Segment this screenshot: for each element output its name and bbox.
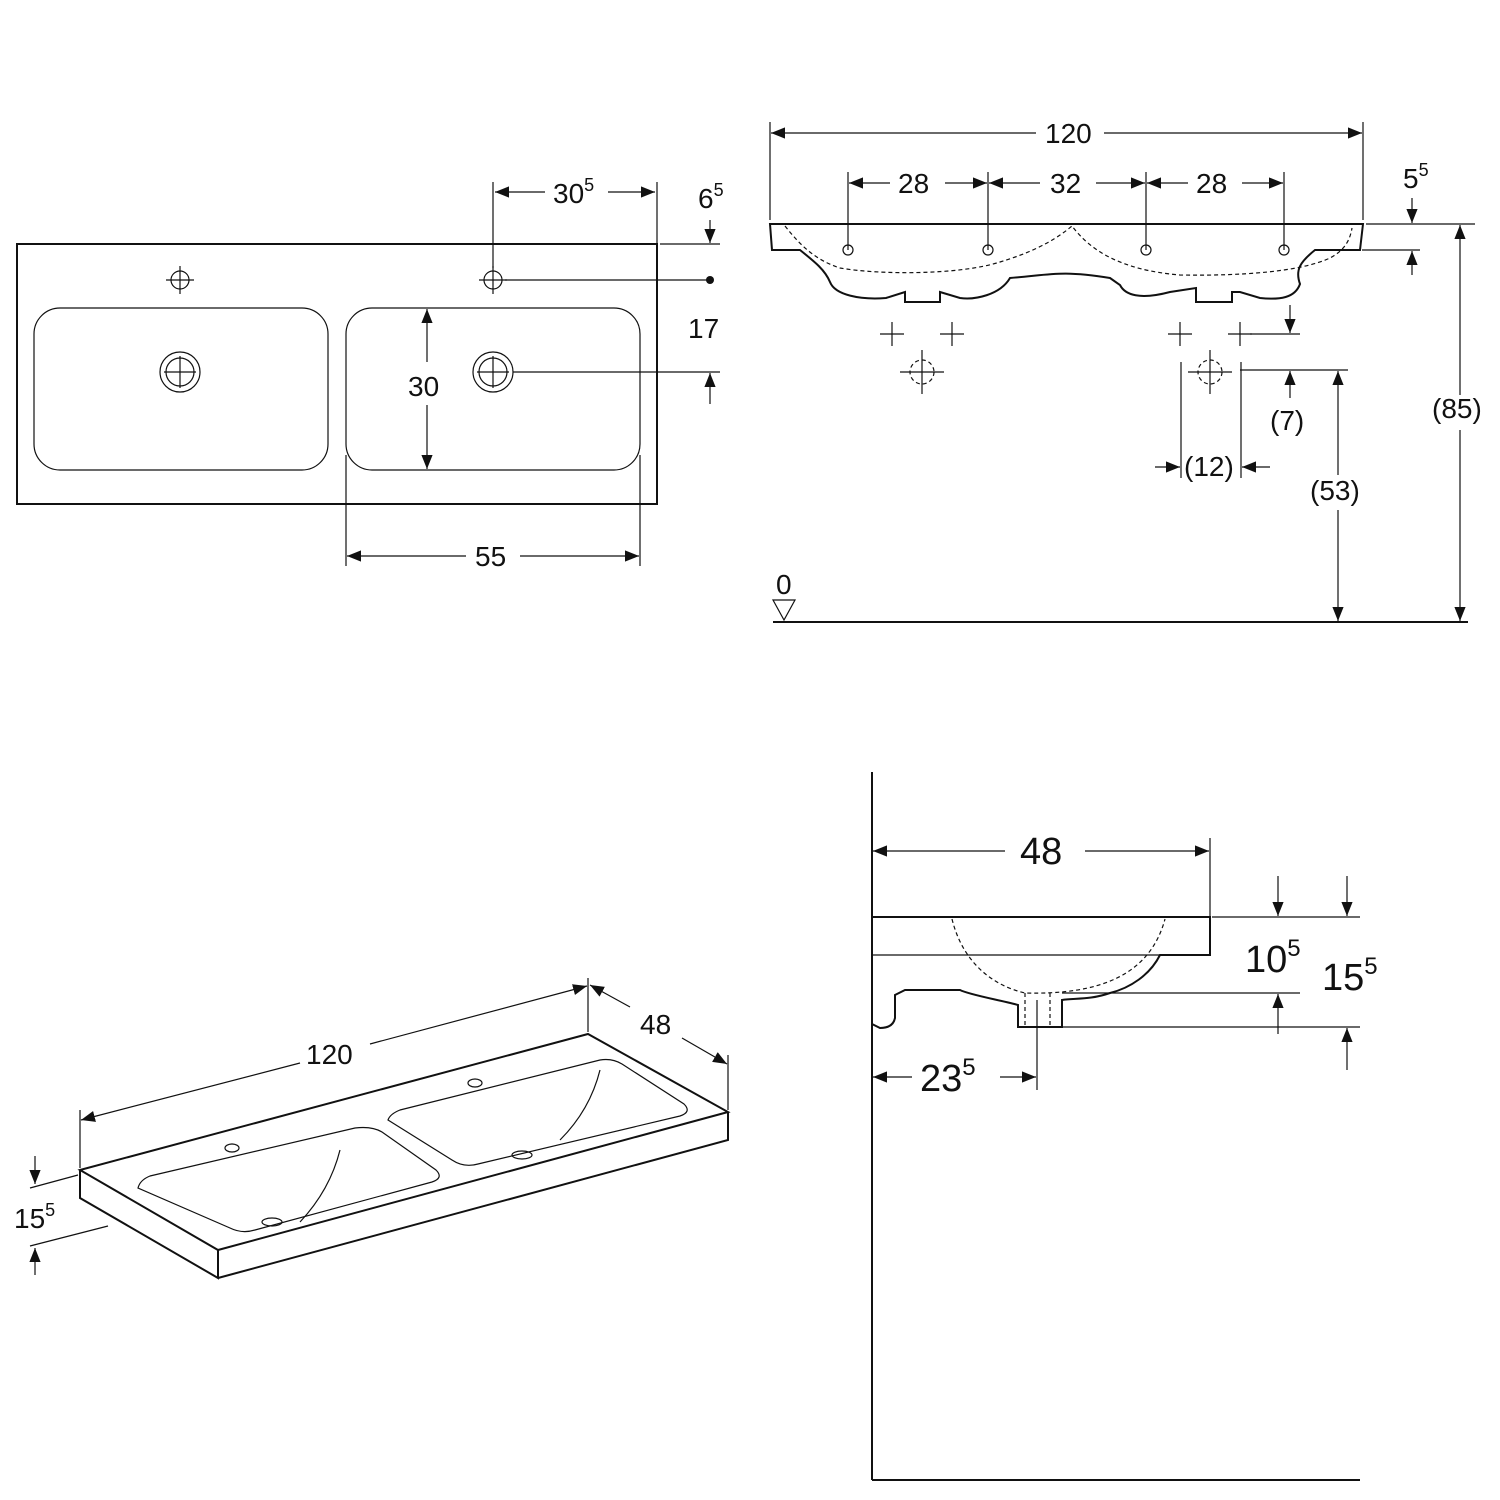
dim-drain-spacing: (12) <box>1184 451 1234 482</box>
isometric-view: 120 48 155 <box>14 978 731 1280</box>
dim-tap-offset: 305 <box>553 175 594 209</box>
dim-drain-offset: (7) <box>1270 405 1304 436</box>
dim-basin-width: 55 <box>475 541 506 572</box>
washbasin-front <box>768 223 1365 303</box>
left-basin <box>33 307 329 471</box>
iso-dim-width: 120 <box>306 1039 353 1070</box>
side-dim-rim: 105 <box>1245 935 1301 981</box>
side-dim-total: 155 <box>1322 953 1378 999</box>
dim-spacing-1: 28 <box>898 168 929 199</box>
dim-basin-depth: 30 <box>408 371 439 402</box>
washbasin-iso <box>77 1032 731 1280</box>
washbasin-side <box>871 916 1211 1030</box>
drain-icon <box>159 351 514 393</box>
side-dim-drain: 235 <box>920 1054 976 1100</box>
iso-dim-depth: 48 <box>640 1009 671 1040</box>
tap-hole-icon <box>166 266 507 294</box>
dim-tap-edge: 65 <box>698 180 724 214</box>
left-basin-iso <box>137 1126 440 1233</box>
dim-tap-drain: 17 <box>688 313 719 344</box>
iso-dim-height: 155 <box>14 1200 55 1234</box>
fixing-point-icon <box>842 244 1290 394</box>
dim-height-total: (85) <box>1432 393 1482 424</box>
dim-spacing-2: 32 <box>1050 168 1081 199</box>
right-basin <box>345 307 641 471</box>
front-view: 120 28 32 28 55 (85) (7) (53) <box>768 118 1482 623</box>
floor-level: 0 <box>776 569 792 600</box>
washbasin-outline <box>16 243 658 505</box>
dim-slab: 55 <box>1403 160 1429 194</box>
level-marker-icon <box>771 599 797 622</box>
plan-view: 305 65 17 30 55 <box>16 175 724 572</box>
dim-drain-height: (53) <box>1310 475 1360 506</box>
dim-spacing-3: 28 <box>1196 168 1227 199</box>
right-basin-iso <box>387 1058 688 1166</box>
side-dim-depth: 48 <box>1020 831 1062 873</box>
side-view: 48 105 155 235 <box>871 772 1378 1481</box>
dim-total-width: 120 <box>1045 118 1092 149</box>
